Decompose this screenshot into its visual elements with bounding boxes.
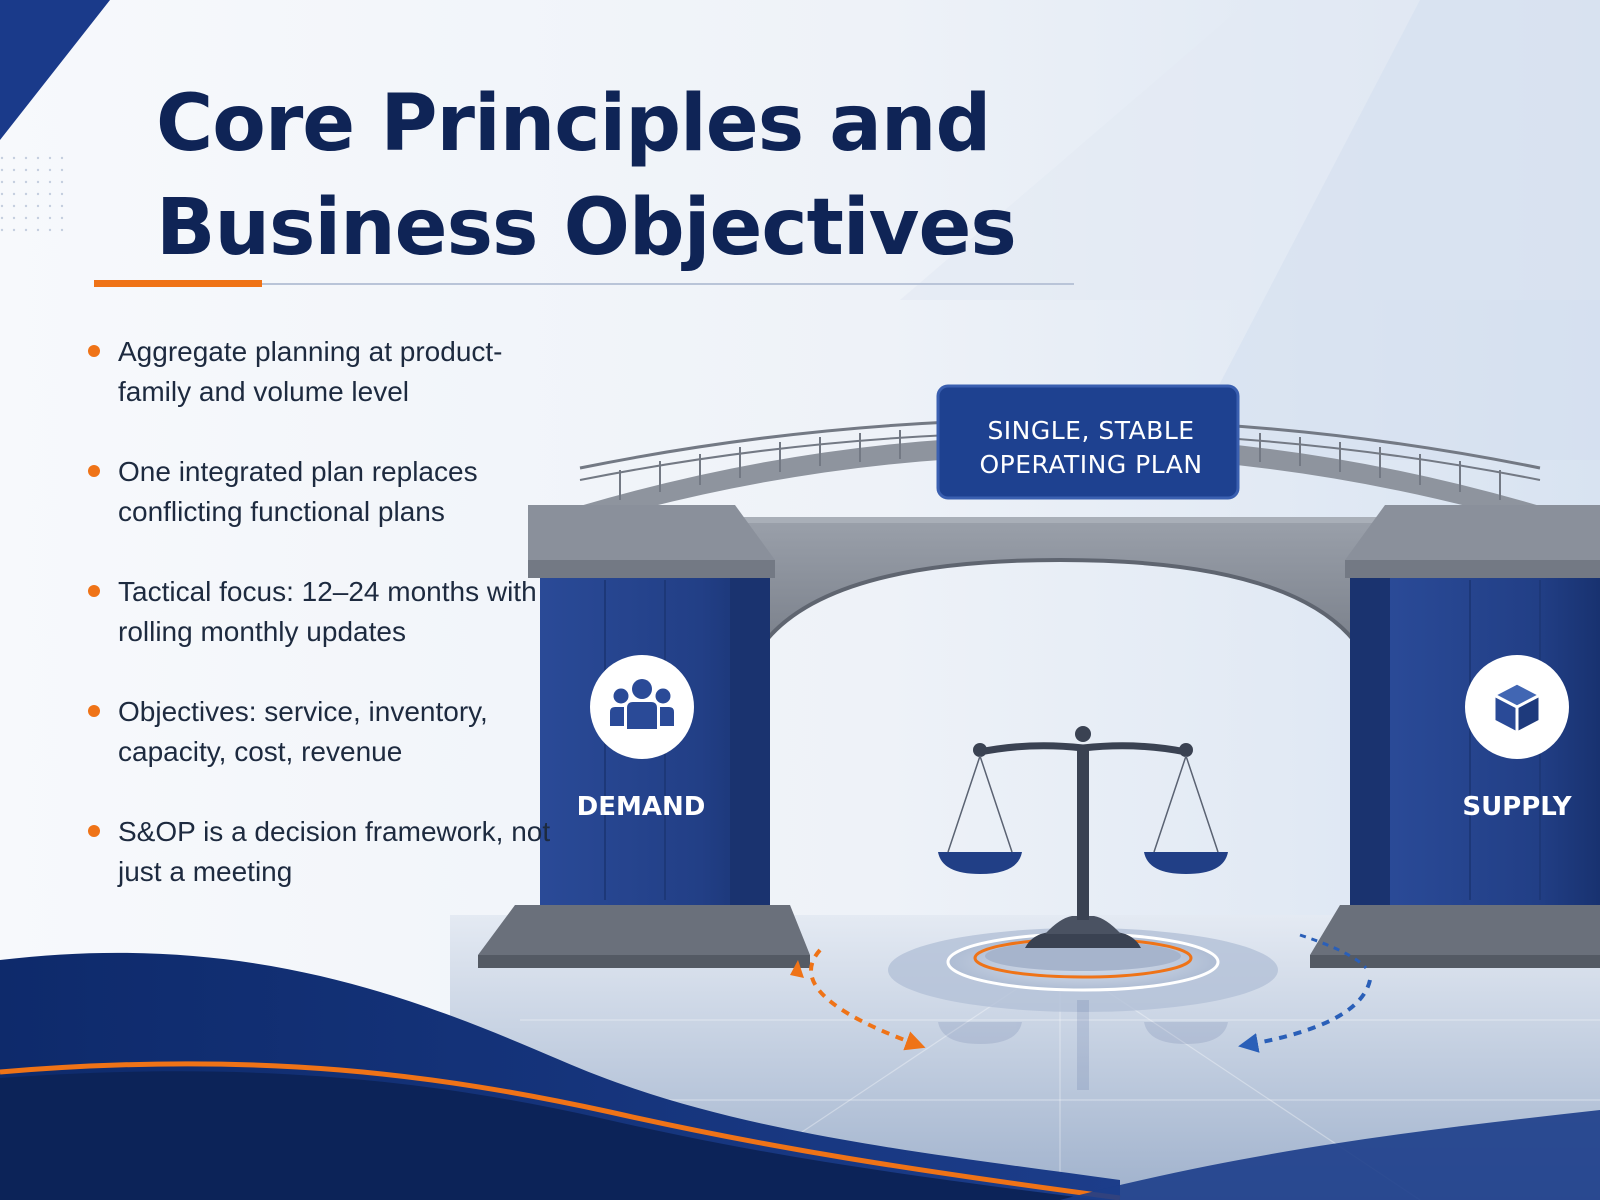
- people-group-icon: [610, 679, 674, 729]
- page-title: Core Principles and Business Objectives: [156, 79, 1017, 273]
- list-item: One integrated plan replaces conflicting…: [88, 452, 558, 572]
- plan-sign-label: SINGLE, STABLE OPERATING PLAN: [941, 414, 1241, 482]
- list-item: Aggregate planning at product-family and…: [88, 332, 558, 452]
- bullet-dot-icon: [88, 345, 100, 357]
- plan-sign-line-2: OPERATING PLAN: [979, 450, 1203, 479]
- plan-sign-line-1: SINGLE, STABLE: [987, 416, 1195, 445]
- supply-pillar-label: SUPPLY: [1462, 792, 1572, 822]
- list-item: Tactical focus: 12–24 months with rollin…: [88, 572, 558, 692]
- demand-pillar-label: DEMAND: [576, 792, 706, 822]
- principles-list: Aggregate planning at product-family and…: [88, 332, 558, 932]
- bullet-dot-icon: [88, 825, 100, 837]
- title-divider-accent: [94, 280, 262, 287]
- list-item: S&OP is a decision framework, not just a…: [88, 812, 558, 932]
- plan-sign-board: [938, 386, 1238, 498]
- list-item: Objectives: service, inventory, capacity…: [88, 692, 558, 812]
- bullet-dot-icon: [88, 585, 100, 597]
- cube-box-icon: [1492, 681, 1542, 735]
- title-divider: [94, 283, 1074, 285]
- bullet-dot-icon: [88, 465, 100, 477]
- bullet-dot-icon: [88, 705, 100, 717]
- balance-scale-icon: [938, 726, 1228, 948]
